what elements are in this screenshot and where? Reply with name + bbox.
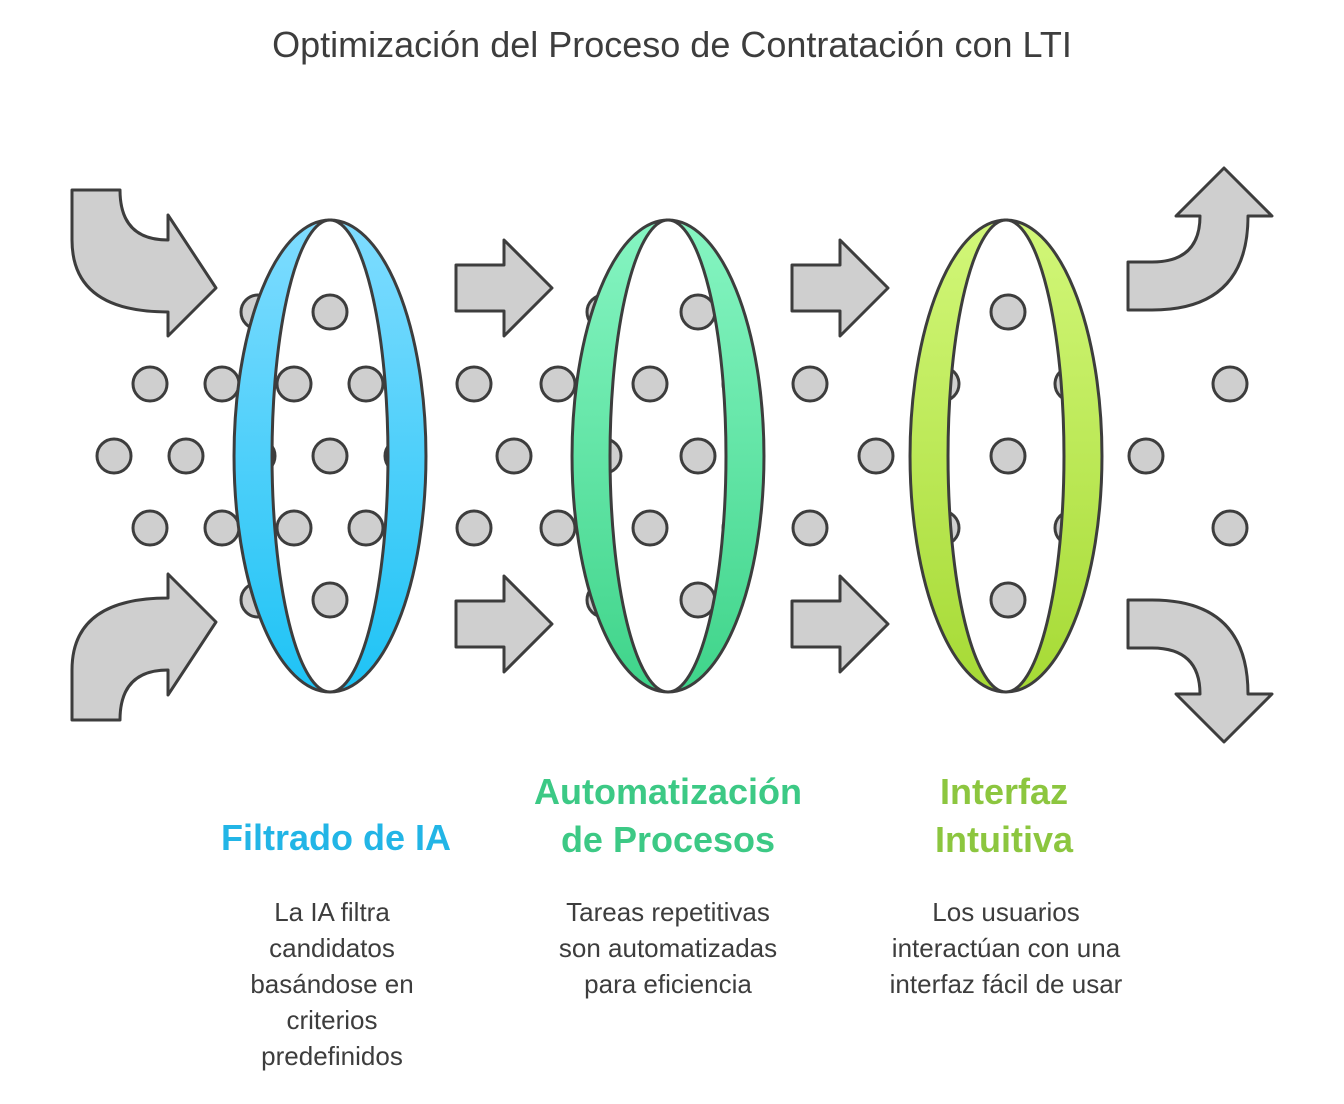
stage-title-line: de Procesos — [560, 819, 776, 860]
desc-line: criterios — [286, 1005, 378, 1035]
desc-line: interfaz fácil de usar — [889, 969, 1123, 999]
desc-line: interactúan con una — [891, 933, 1121, 963]
stage-title-automation: Automatización de Procesos — [508, 768, 828, 864]
candidate-dot — [131, 365, 169, 403]
ring-filter — [232, 218, 428, 694]
candidate-dot — [857, 437, 895, 475]
straight-arrow — [790, 574, 890, 674]
candidate-dot — [455, 365, 493, 403]
candidate-dot — [311, 293, 349, 331]
stage-title-line: Intuitiva — [934, 819, 1073, 860]
candidate-dot — [347, 509, 385, 547]
stage-title-line: Interfaz — [939, 771, 1069, 812]
candidate-dot — [989, 437, 1027, 475]
desc-line: candidatos — [269, 933, 395, 963]
desc-line: predefinidos — [261, 1041, 403, 1071]
desc-line: Los usuarios — [932, 897, 1080, 927]
desc-line: La IA filtra — [274, 897, 390, 927]
straight-arrows — [454, 238, 890, 674]
candidate-dot — [275, 509, 313, 547]
output-arrow-bottom — [1126, 598, 1274, 744]
candidate-dot — [679, 437, 717, 475]
stage-title-line: Filtrado de IA — [220, 817, 451, 858]
straight-arrow — [454, 238, 554, 338]
output-arrow-top — [1126, 166, 1274, 312]
straight-arrow — [454, 574, 554, 674]
candidate-dot — [311, 581, 349, 619]
candidate-dot — [989, 581, 1027, 619]
desc-line: son automatizadas — [558, 933, 778, 963]
candidate-dot — [539, 365, 577, 403]
input-arrow-top — [70, 188, 218, 338]
candidate-dot — [347, 365, 385, 403]
ring-automation — [570, 218, 766, 694]
candidate-dot — [167, 437, 205, 475]
stage-description-filter: La IA filtra candidatos basándose en cri… — [182, 894, 482, 1074]
candidate-dot — [131, 509, 169, 547]
straight-arrow — [790, 238, 890, 338]
candidate-dot — [679, 293, 717, 331]
candidate-dot — [95, 437, 133, 475]
candidate-dot — [679, 581, 717, 619]
ring-interface — [908, 218, 1104, 694]
candidate-dot — [455, 509, 493, 547]
candidate-dot — [539, 509, 577, 547]
input-arrow-bottom — [70, 572, 218, 722]
desc-line: Tareas repetitivas — [566, 897, 770, 927]
stage-title-line: Automatización — [533, 771, 802, 812]
candidate-dot — [791, 509, 829, 547]
desc-line: basándose en — [250, 969, 414, 999]
candidate-dot — [1211, 509, 1249, 547]
candidate-dot — [203, 509, 241, 547]
candidate-dot — [631, 509, 669, 547]
page-title: Optimización del Proceso de Contratación… — [272, 24, 1072, 65]
candidate-dot — [311, 437, 349, 475]
stage-description-automation: Tareas repetitivas son automatizadas par… — [518, 894, 818, 1002]
desc-line: para eficiencia — [584, 969, 752, 999]
candidate-dot — [631, 365, 669, 403]
candidate-dot — [791, 365, 829, 403]
candidate-dot — [203, 365, 241, 403]
candidate-dot — [989, 293, 1027, 331]
stage-description-interface: Los usuarios interactúan con una interfa… — [856, 894, 1156, 1002]
candidate-dot — [275, 365, 313, 403]
candidate-dot — [1127, 437, 1165, 475]
candidate-dot — [1211, 365, 1249, 403]
stage-title-filter: Filtrado de IA — [176, 814, 496, 862]
candidate-dot — [495, 437, 533, 475]
stage-title-interface: Interfaz Intuitiva — [844, 768, 1164, 864]
